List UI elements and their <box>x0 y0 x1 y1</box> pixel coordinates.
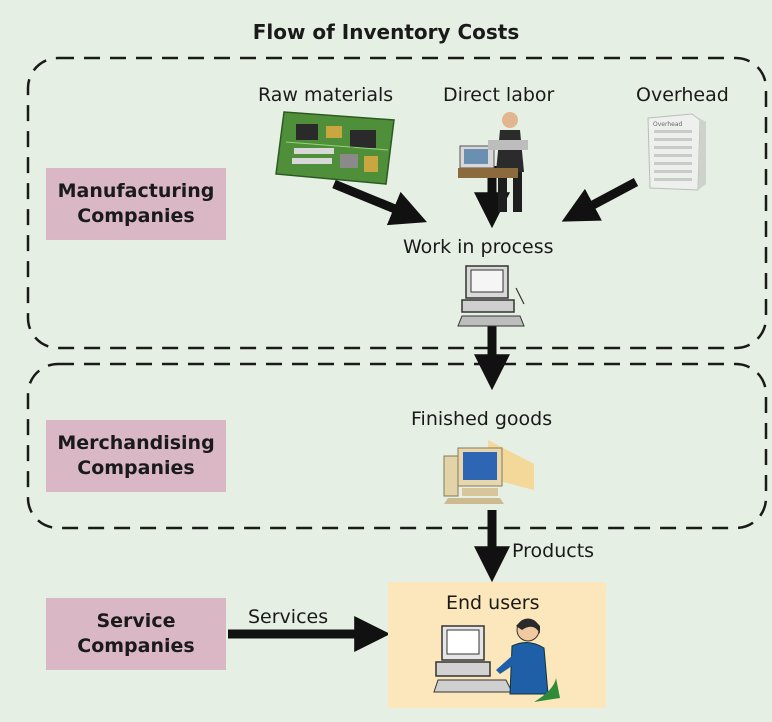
merchandising-region <box>26 362 768 530</box>
manufacturing-region <box>26 56 768 350</box>
merchandising-companies-box: Merchandising Companies <box>46 420 226 492</box>
products-label: Products <box>512 540 595 562</box>
finished-goods-label: Finished goods <box>411 408 553 430</box>
overhead-sign-text: Overhead <box>653 121 683 128</box>
manufacturing-label-line1: Manufacturing <box>57 180 215 203</box>
raw-materials-label: Raw materials <box>258 84 394 106</box>
arrow-overhead-to-wip <box>561 178 639 222</box>
service-companies-box: Service Companies <box>46 598 226 670</box>
merchandising-label-line2: Companies <box>77 457 195 479</box>
work-in-process-label: Work in process <box>403 236 554 258</box>
direct-labor-label: Direct labor <box>443 84 555 106</box>
overhead-label: Overhead <box>636 84 729 106</box>
manufacturing-label-line2: Companies <box>77 205 195 227</box>
end-users-label: End users <box>446 592 540 614</box>
services-label: Services <box>248 606 329 628</box>
manufacturing-companies-box: Manufacturing Companies <box>46 168 226 240</box>
service-label-line2: Companies <box>77 635 195 657</box>
merchandising-label-line1: Merchandising <box>57 432 215 455</box>
service-label-line1: Service <box>96 610 176 633</box>
arrow-raw-materials-to-wip <box>332 179 427 226</box>
diagram-title: Flow of Inventory Costs <box>252 20 520 44</box>
